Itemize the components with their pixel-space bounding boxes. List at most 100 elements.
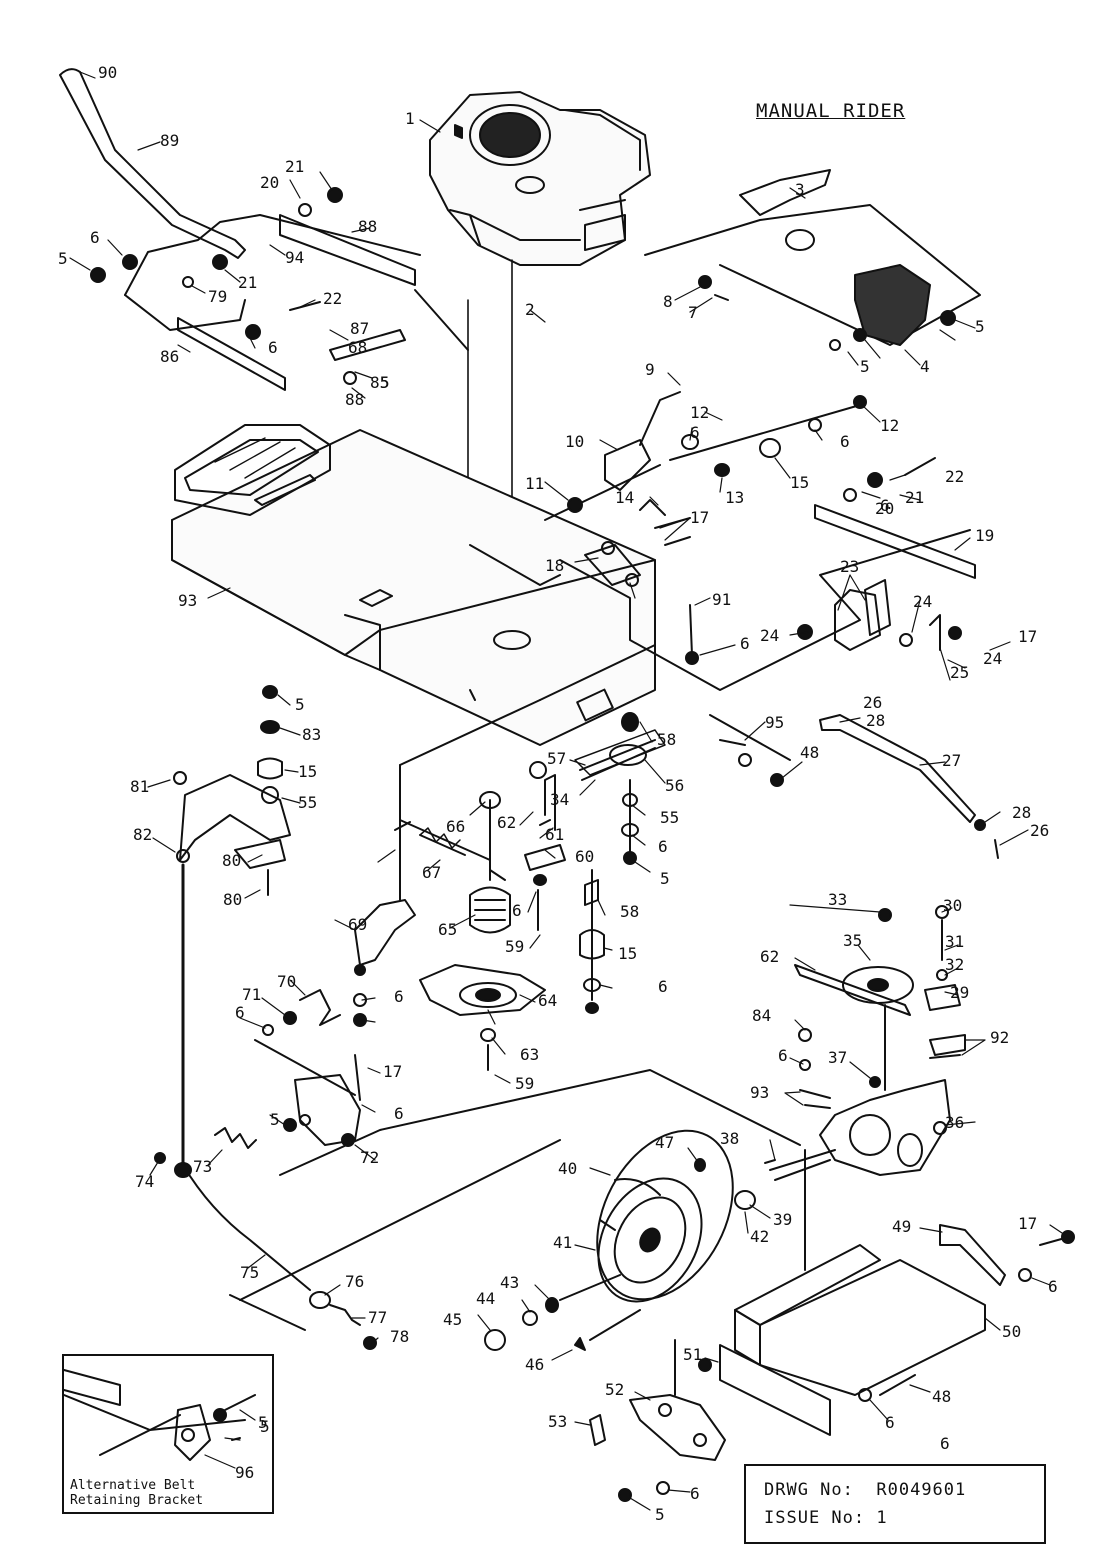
part-number-59: 59 <box>515 1074 534 1093</box>
part-number-78: 78 <box>390 1327 409 1346</box>
part-number-21: 21 <box>905 488 924 507</box>
part-number-6: 6 <box>740 634 750 653</box>
part-number-24: 24 <box>913 592 932 611</box>
rear-wheel <box>484 1129 756 1351</box>
part-number-9: 9 <box>645 360 655 379</box>
part-number-21: 21 <box>285 157 304 176</box>
part-number-6: 6 <box>235 1003 245 1022</box>
part-number-80: 80 <box>223 890 242 909</box>
part-number-69: 69 <box>348 915 367 934</box>
part-number-6: 6 <box>940 1434 950 1453</box>
part-number-31: 31 <box>945 932 964 951</box>
transaxle <box>764 905 966 1271</box>
part-number-2: 2 <box>525 300 535 319</box>
part-number-6: 6 <box>512 901 522 920</box>
part-number-17: 17 <box>383 1062 402 1081</box>
part-number-6: 6 <box>690 423 700 442</box>
drive-pulleys <box>399 689 666 1071</box>
part-number-30: 30 <box>943 896 962 915</box>
part-number-49: 49 <box>892 1217 911 1236</box>
part-number-4: 4 <box>920 357 930 376</box>
part-number-50: 50 <box>1002 1322 1021 1341</box>
drawing-number-row: DRWG No: R0049601 <box>764 1480 966 1500</box>
part-number-10: 10 <box>565 432 584 451</box>
part-number-58: 58 <box>620 902 639 921</box>
part-number-74: 74 <box>135 1172 154 1191</box>
part-number-8: 8 <box>663 292 673 311</box>
part-number-18: 18 <box>545 556 564 575</box>
part-number-6: 6 <box>1048 1277 1058 1296</box>
part-number-26: 26 <box>1030 821 1049 840</box>
part-number-26: 26 <box>863 693 882 712</box>
part-number-5: 5 <box>860 357 870 376</box>
part-number-17: 17 <box>690 508 709 527</box>
part-number-32: 32 <box>945 955 964 974</box>
part-number-12: 12 <box>690 403 709 422</box>
part-number-63: 63 <box>520 1045 539 1064</box>
part-number-92: 92 <box>990 1028 1009 1047</box>
part-number-46: 46 <box>525 1355 544 1374</box>
part-number-42: 42 <box>750 1227 769 1246</box>
part-number-85: 85 <box>370 373 389 392</box>
part-number-62: 62 <box>497 813 516 832</box>
part-number-76: 76 <box>345 1272 364 1291</box>
part-number-6: 6 <box>690 1484 700 1503</box>
part-number-20: 20 <box>260 173 279 192</box>
part-number-38: 38 <box>720 1129 739 1148</box>
inset-caption-line: Retaining Bracket <box>70 1493 204 1508</box>
part-number-82: 82 <box>133 825 152 844</box>
part-number-56: 56 <box>665 776 684 795</box>
part-number-23: 23 <box>840 557 859 576</box>
diagram-title: MANUAL RIDER <box>756 100 906 122</box>
part-number-28: 28 <box>866 711 885 730</box>
part-number-28: 28 <box>1012 803 1031 822</box>
part-number-6: 6 <box>658 837 668 856</box>
part-number-22: 22 <box>945 467 964 486</box>
chassis-deck <box>171 424 656 746</box>
part-number-37: 37 <box>828 1048 847 1067</box>
part-number-41: 41 <box>553 1233 572 1252</box>
part-number-55: 55 <box>660 808 679 827</box>
part-number-22: 22 <box>323 289 342 308</box>
part-number-61: 61 <box>545 825 564 844</box>
part-number-17: 17 <box>1018 1214 1037 1233</box>
part-number-6: 6 <box>268 338 278 357</box>
part-number-15: 15 <box>298 762 317 781</box>
part-number-20: 20 <box>875 499 894 518</box>
part-number-64: 64 <box>538 991 557 1010</box>
part-number-48: 48 <box>932 1387 951 1406</box>
part-number-45: 45 <box>443 1310 462 1329</box>
part-number-73: 73 <box>193 1157 212 1176</box>
upper-right-bracket <box>644 169 981 351</box>
part-number-59: 59 <box>505 937 524 956</box>
part-number-83: 83 <box>302 725 321 744</box>
part-number-89: 89 <box>160 131 179 150</box>
part-number-53: 53 <box>548 1412 567 1431</box>
issue-number-label: ISSUE No: <box>764 1508 866 1528</box>
part-number-67: 67 <box>422 863 441 882</box>
part-number-6: 6 <box>885 1413 895 1432</box>
part-number-5: 5 <box>270 1110 280 1129</box>
part-number-6: 6 <box>880 496 890 515</box>
part-number-21: 21 <box>238 273 257 292</box>
part-number-5: 5 <box>655 1505 665 1524</box>
part-number-33: 33 <box>828 890 847 909</box>
part-number-6: 6 <box>658 977 668 996</box>
part-number-5: 5 <box>975 317 985 336</box>
part-number-47: 47 <box>655 1133 674 1152</box>
part-number-71: 71 <box>242 985 261 1004</box>
drawing-info-box <box>744 1464 1046 1544</box>
issue-number-row: ISSUE No: 1 <box>764 1508 888 1528</box>
part-number-75: 75 <box>240 1263 259 1282</box>
part-number-27: 27 <box>942 751 961 770</box>
part-number-5: 5 <box>260 1417 270 1436</box>
part-number-96: 96 <box>235 1463 254 1482</box>
part-number-5: 5 <box>295 695 305 714</box>
part-number-5: 5 <box>258 1413 268 1432</box>
inset-box <box>62 1354 274 1514</box>
part-number-68: 68 <box>348 338 367 357</box>
inset-bracket-detail <box>63 1369 256 1461</box>
